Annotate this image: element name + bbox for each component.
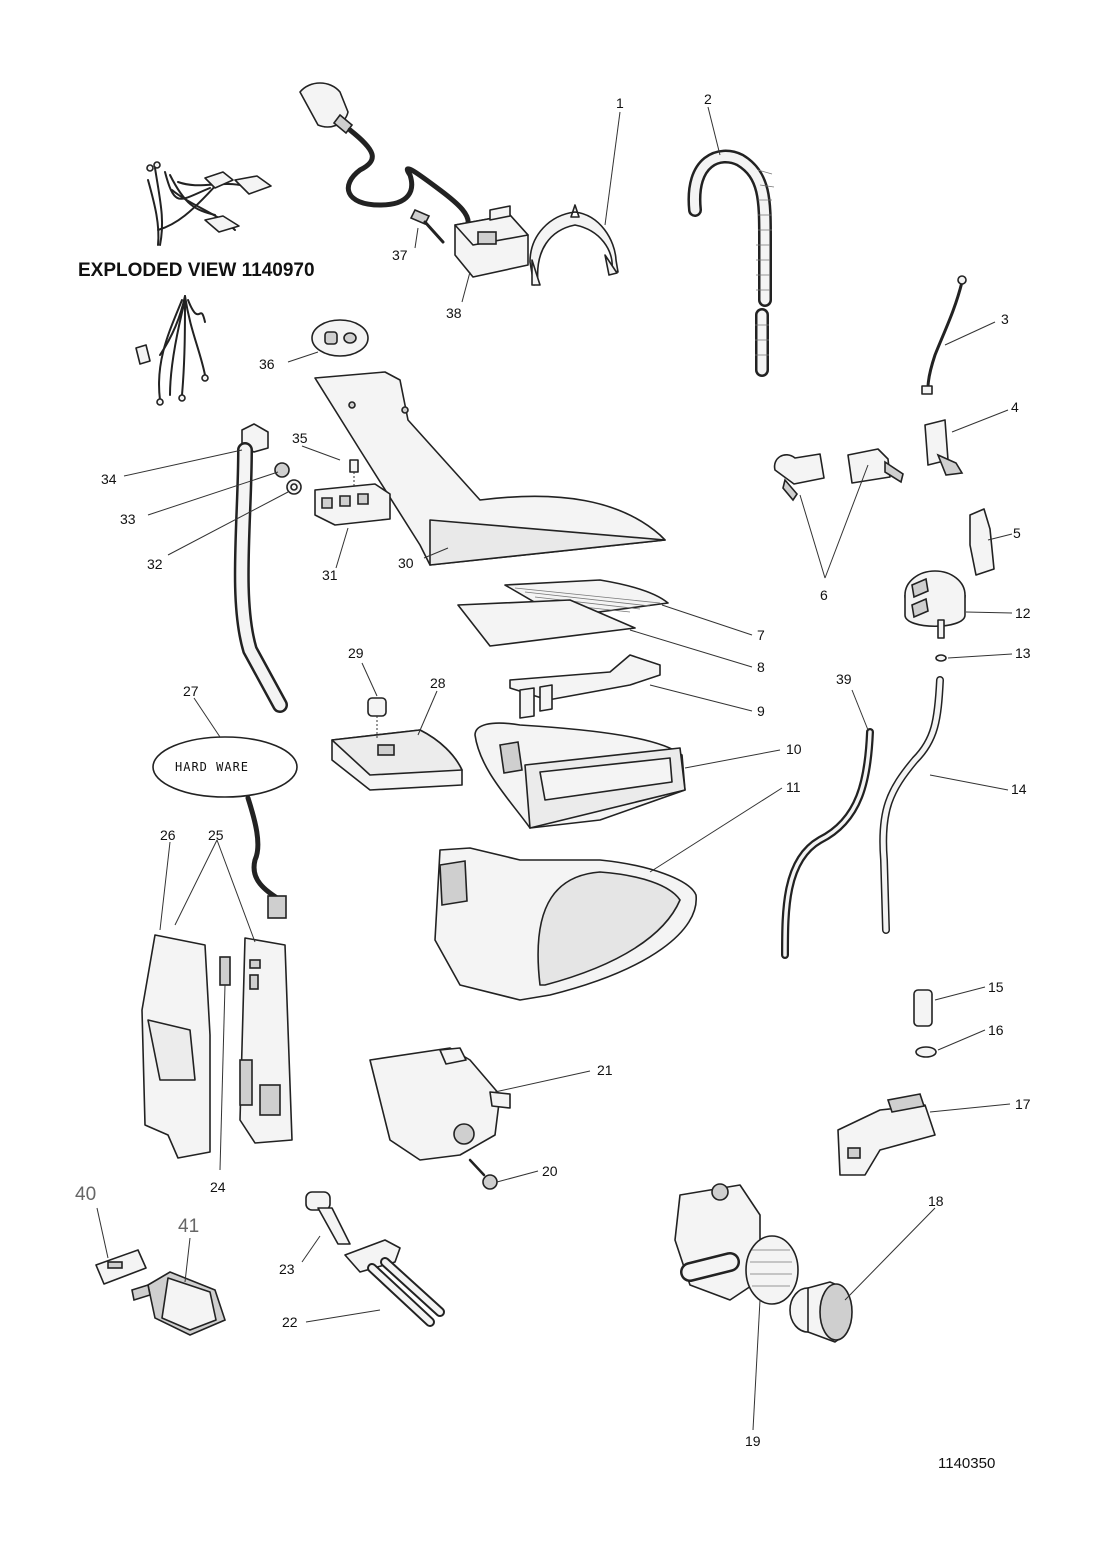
inlet-hose-34: [233, 423, 288, 713]
module-41: [131, 1271, 226, 1336]
connector-24: [219, 956, 231, 986]
label-33: 33: [120, 511, 136, 527]
board-cover-26: [141, 934, 211, 1159]
mains-filter: [454, 205, 529, 278]
label-28: 28: [430, 675, 446, 691]
leader-lines: [96, 106, 1013, 1431]
hardware-oval: HARD WARE: [152, 736, 298, 798]
label-25: 25: [208, 827, 224, 843]
hardware-label: HARD WARE: [175, 760, 249, 774]
detergent-tray-top: [314, 371, 666, 566]
label-22: 22: [282, 1314, 298, 1330]
label-37: 37: [392, 247, 408, 263]
drain-hose: [687, 149, 775, 377]
module-40: [95, 1249, 147, 1285]
control-board-25: [239, 937, 293, 1144]
label-2: 2: [704, 91, 712, 107]
filter-8: [457, 599, 636, 647]
thermostat-23: [305, 1191, 351, 1245]
earth-wire: [921, 275, 967, 395]
ribbon-cable: [245, 795, 287, 919]
label-27: 27: [183, 683, 199, 699]
label-11: 11: [786, 779, 801, 795]
softener-cup: [331, 729, 463, 791]
pin-35: [349, 459, 359, 473]
label-21: 21: [597, 1062, 613, 1078]
pressure-switch: [904, 570, 966, 662]
drawing-code: 1140350: [938, 1455, 995, 1472]
detergent-drawer: [474, 722, 686, 829]
label-31: 31: [322, 567, 338, 583]
label-23: 23: [279, 1261, 295, 1277]
dispenser-body: [434, 847, 697, 1001]
hose-39: [781, 728, 874, 959]
part-number-labels: 1 2 3 4 5 6 7 8 9 10 11 12 13 14 15 16 1…: [75, 91, 1031, 1449]
label-38: 38: [446, 305, 462, 321]
drain-pump: [674, 1183, 799, 1305]
power-cord: [299, 82, 471, 228]
heater-element: [344, 1239, 445, 1327]
screw-20: [468, 1158, 498, 1190]
label-39: 39: [836, 671, 852, 687]
label-24: 24: [210, 1179, 226, 1195]
label-17: 17: [1015, 1096, 1031, 1112]
label-5: 5: [1013, 525, 1021, 541]
label-32: 32: [147, 556, 163, 572]
label-36: 36: [259, 356, 275, 372]
label-12: 12: [1015, 605, 1031, 621]
pressure-tube: [879, 676, 944, 934]
label-34: 34: [101, 471, 117, 487]
label-41: 41: [178, 1216, 199, 1237]
label-19: 19: [745, 1433, 761, 1449]
pump-filter-18: [789, 1281, 853, 1343]
label-9: 9: [757, 703, 765, 719]
label-40: 40: [75, 1184, 96, 1205]
label-4: 4: [1011, 399, 1019, 415]
switch-4: [924, 419, 964, 476]
label-26: 26: [160, 827, 176, 843]
label-20: 20: [542, 1163, 558, 1179]
clip-5: [969, 508, 995, 576]
ring-16: [915, 1046, 937, 1058]
grommet-36: [311, 319, 369, 357]
label-16: 16: [988, 1022, 1004, 1038]
label-30: 30: [398, 555, 414, 571]
diagram-title: EXPLODED VIEW 1140970: [78, 260, 315, 281]
label-14: 14: [1011, 781, 1027, 797]
label-7: 7: [757, 627, 765, 643]
door-lock-17: [837, 1093, 936, 1176]
inlet-valve: [369, 1047, 511, 1161]
siphon-cap-29: [367, 697, 387, 738]
label-8: 8: [757, 659, 765, 675]
wiring-harness-upper: [146, 161, 272, 246]
selector-knobs: [773, 448, 904, 502]
label-3: 3: [1001, 311, 1009, 327]
label-15: 15: [988, 979, 1004, 995]
terminal-block: [314, 459, 391, 526]
label-35: 35: [292, 430, 308, 446]
nut-33: [274, 462, 290, 478]
label-10: 10: [786, 741, 802, 757]
hose-guide-clip: [529, 204, 619, 286]
label-29: 29: [348, 645, 364, 661]
siphon-cover: [509, 654, 661, 719]
o-ring-13: [935, 654, 947, 662]
label-18: 18: [928, 1193, 944, 1209]
screw-37: [409, 208, 445, 244]
label-1: 1: [616, 95, 624, 111]
part-15: [913, 989, 933, 1027]
wiring-harness-lower: [135, 295, 209, 406]
label-13: 13: [1015, 645, 1031, 661]
label-6: 6: [820, 587, 828, 603]
